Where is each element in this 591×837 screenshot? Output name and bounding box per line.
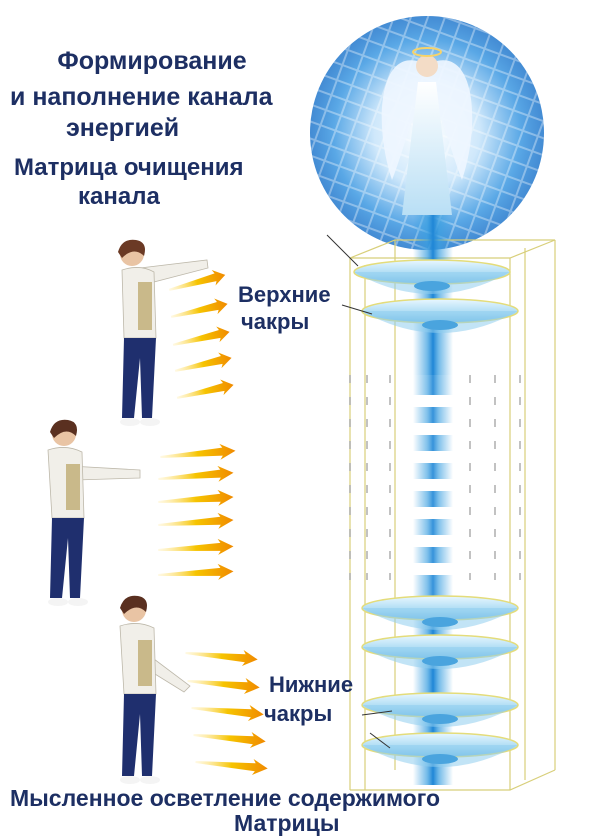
person-icon	[118, 239, 209, 426]
caption-line-2: Матрицы	[234, 810, 340, 836]
angel-icon	[381, 47, 473, 215]
energy-arrows-middle	[157, 442, 237, 582]
subtitle-line-1: Матрица очищения	[14, 154, 244, 181]
chakra-disc	[353, 259, 511, 295]
lower-chakras-label-2: чакры	[264, 701, 333, 726]
chakra-disc	[361, 595, 519, 631]
lower-chakras-label-1: Нижние	[269, 672, 354, 697]
title-line-1: Формирование	[57, 47, 247, 75]
chakra-disc	[361, 634, 519, 670]
chakra-disc	[361, 732, 519, 768]
caption-line-1: Мысленное осветление содержимого	[10, 785, 441, 811]
energy-arrows-top	[167, 267, 236, 405]
chakra-disc	[361, 692, 519, 728]
person-icon	[119, 595, 191, 784]
title-line-3: энергией	[66, 114, 180, 142]
subtitle-line-2: канала	[78, 183, 160, 210]
title-line-2: и наполнение канала	[10, 83, 273, 111]
upper-chakras-label-2: чакры	[241, 309, 310, 334]
chakra-disc	[361, 298, 519, 334]
upper-chakras-label-1: Верхние	[238, 282, 331, 307]
leader-lines	[326, 234, 393, 749]
energy-arrows-bottom	[184, 644, 269, 777]
angel-sphere	[310, 16, 544, 250]
person-icon	[47, 419, 141, 606]
